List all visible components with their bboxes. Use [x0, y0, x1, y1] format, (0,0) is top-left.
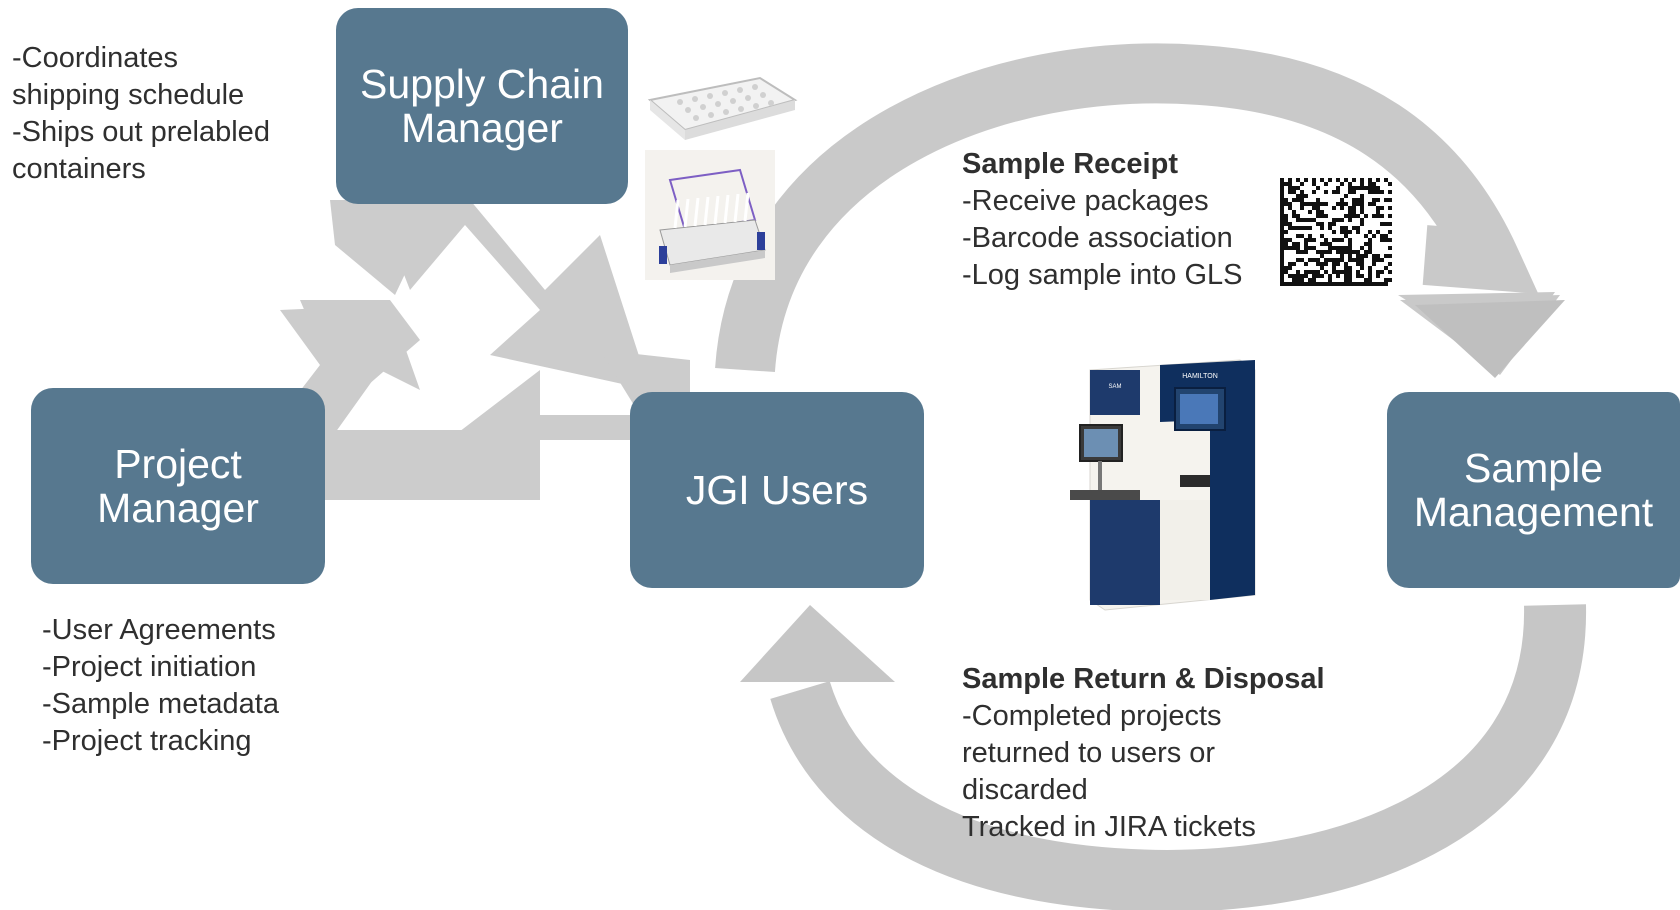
sample-management-label: Sample Management	[1413, 444, 1654, 535]
supply-chain-manager-node: Supply Chain Manager	[336, 8, 628, 204]
supply-chain-notes: -Coordinates shipping schedule -Ships ou…	[12, 42, 270, 185]
jgi-users-node: JGI Users	[630, 392, 924, 588]
supply-chain-manager-label: Supply Chain Manager	[360, 60, 604, 151]
sample-return-notes: Sample Return & Disposal -Completed proj…	[962, 663, 1325, 843]
project-manager-notes: -User Agreements -Project initiation -Sa…	[42, 614, 279, 757]
project-manager-node: Project Manager	[31, 388, 325, 584]
tube-rack-icon	[645, 150, 775, 280]
microplate-icon	[647, 76, 798, 140]
sample-storage-robot-icon: HAMILTON SAM	[1070, 359, 1256, 611]
project-manager-label: Project Manager	[97, 440, 259, 531]
barcode-icon	[1280, 178, 1392, 286]
device-brand: HAMILTON	[1182, 373, 1218, 380]
device-model: SAM	[1108, 384, 1121, 390]
sample-management-node: Sample Management	[1387, 392, 1680, 588]
sample-receipt-heading: Sample Receipt	[962, 148, 1178, 180]
sample-return-heading: Sample Return & Disposal	[962, 663, 1325, 695]
jgi-users-label: JGI Users	[685, 466, 869, 513]
sample-receipt-notes: Sample Receipt -Receive packages -Barcod…	[962, 148, 1243, 291]
